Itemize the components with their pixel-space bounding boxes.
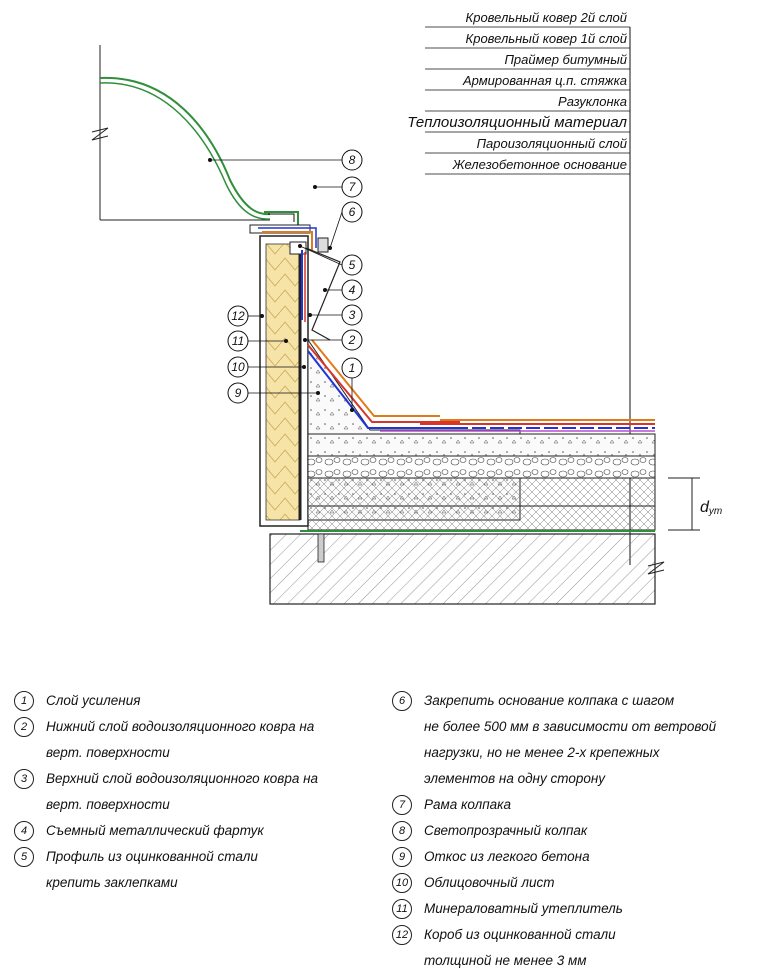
legend-number: 6	[392, 691, 412, 711]
legend-text-continued: верт. поверхности	[46, 745, 170, 760]
callout-circle	[227, 305, 249, 327]
legend-text: Минераловатный утеплитель	[424, 901, 623, 916]
legend-text-continued: крепить заклепками	[46, 875, 178, 890]
callout-circle	[341, 176, 363, 198]
callout-dot	[328, 246, 332, 250]
legend-item: 4 Съемный металлический фартук	[14, 818, 374, 844]
legend-text-continued: верт. поверхности	[46, 797, 170, 812]
legend-text: Рама колпака	[424, 797, 512, 812]
callout-leader	[299, 245, 343, 266]
callout-circle	[227, 356, 249, 378]
legend-text-continued: толщиной не менее 3 мм	[424, 953, 587, 968]
callout-leader	[329, 211, 343, 249]
callout-circle	[227, 382, 249, 404]
legend-text: Съемный металлический фартук	[46, 823, 264, 838]
layer-label: Армированная ц.п. стяжка	[462, 73, 627, 88]
legend-number: 12	[392, 925, 412, 945]
legend-text-continued: нагрузки, но не менее 2-х крепежных	[424, 745, 660, 760]
callout-circle	[341, 254, 363, 276]
callout-dot	[323, 288, 327, 292]
legend-text: Нижний слой водоизоляционного ковра на	[46, 719, 315, 734]
layer-label: Железобетонное основание	[452, 157, 627, 172]
callout-dot	[308, 313, 312, 317]
legend-text: Короб из оцинкованной стали	[424, 927, 616, 942]
legend-item: 8 Светопрозрачный колпак	[392, 818, 752, 844]
callout-number: 3	[349, 308, 356, 322]
callout-circle	[341, 329, 363, 351]
roof-layer-stack	[269, 419, 665, 605]
legend-number: 1	[14, 691, 34, 711]
legend-number: 4	[14, 821, 34, 841]
callout-number: 2	[348, 333, 356, 347]
legend-item: 5 Профиль из оцинкованной стали	[14, 844, 374, 870]
callout-number: 11	[232, 334, 244, 348]
callout-dot	[284, 339, 288, 343]
callout-dot	[303, 338, 307, 342]
legend-item: 9 Откос из легкого бетона	[392, 844, 752, 870]
legend-text: Откос из легкого бетона	[424, 849, 590, 864]
legend-text-continued: не более 500 мм в зависимости от ветрово…	[424, 719, 717, 734]
callout-number: 9	[235, 386, 242, 400]
callout-circle	[341, 201, 363, 223]
legend-item: 10 Облицовочный лист	[392, 870, 752, 896]
legend-text: Светопрозрачный колпак	[424, 823, 588, 838]
svg-text:dут: dут	[700, 499, 722, 517]
layer-label: Разуклонка	[558, 94, 627, 109]
callout-number: 8	[349, 153, 356, 167]
legend-number: 11	[392, 899, 412, 919]
legend-item: 7 Рама колпака	[392, 792, 752, 818]
legend-number: 2	[14, 717, 34, 737]
callout-number: 10	[231, 360, 245, 374]
callout-dot	[350, 408, 354, 412]
legend-text: Облицовочный лист	[424, 875, 555, 890]
legend-text: Верхний слой водоизоляционного ковра на	[46, 771, 319, 786]
insulation-thickness-dimension: dут	[668, 477, 722, 531]
callout-dot	[316, 391, 320, 395]
callout-number: 7	[349, 180, 357, 194]
legend-right: 6 Закрепить основание колпака с шагом не б…	[392, 688, 752, 974]
callout-dot	[302, 365, 306, 369]
layer-label: Кровельный ковер 1й слой	[466, 31, 627, 46]
layer-label: Кровельный ковер 2й слой	[466, 10, 627, 25]
callout-dot	[260, 314, 264, 318]
layer-label: Пароизоляционный слой	[477, 136, 627, 151]
legend-text: Слой усиления	[46, 693, 141, 708]
callout-circle	[341, 149, 363, 171]
callout-circle	[341, 279, 363, 301]
legend-item: 6 Закрепить основание колпака с шагом	[392, 688, 752, 714]
callout-number: 12	[231, 309, 245, 323]
layer-label: Теплоизоляционный материал	[407, 114, 627, 131]
skylight-upstand	[249, 224, 341, 527]
callout-number: 1	[349, 361, 356, 375]
callout-circle	[341, 357, 363, 379]
legend-number: 7	[392, 795, 412, 815]
layer-label: Праймер битумный	[504, 52, 627, 67]
legend-item: 12 Короб из оцинкованной стали	[392, 922, 752, 948]
legend-item: 3 Верхний слой водоизоляционного ковра на	[14, 766, 374, 792]
callout-number: 5	[349, 258, 356, 272]
legend-number: 5	[14, 847, 34, 867]
callout-dot	[208, 158, 212, 162]
legend-text-continued: элементов на одну сторону	[424, 771, 606, 786]
skylight-dome	[91, 45, 299, 227]
legend-number: 10	[392, 873, 412, 893]
legend-text: Профиль из оцинкованной стали	[46, 849, 258, 864]
legend-item: 11 Минераловатный утеплитель	[392, 896, 752, 922]
callout-circle	[341, 304, 363, 326]
legend-left: 1 Слой усиления 2 Нижний слой водоизоляцион…	[14, 688, 374, 896]
legend-text: Закрепить основание колпака с шагом	[424, 693, 675, 708]
callout-dot	[313, 185, 317, 189]
legend-item: 1 Слой усиления	[14, 688, 374, 714]
callout-dot	[298, 244, 302, 248]
legend-number: 9	[392, 847, 412, 867]
callout-number: 6	[349, 205, 356, 219]
callout-circle	[227, 330, 249, 352]
legend-item: 2 Нижний слой водоизоляционного ковра на	[14, 714, 374, 740]
legend-number: 8	[392, 821, 412, 841]
legend-number: 3	[14, 769, 34, 789]
callout-number: 4	[349, 283, 356, 297]
